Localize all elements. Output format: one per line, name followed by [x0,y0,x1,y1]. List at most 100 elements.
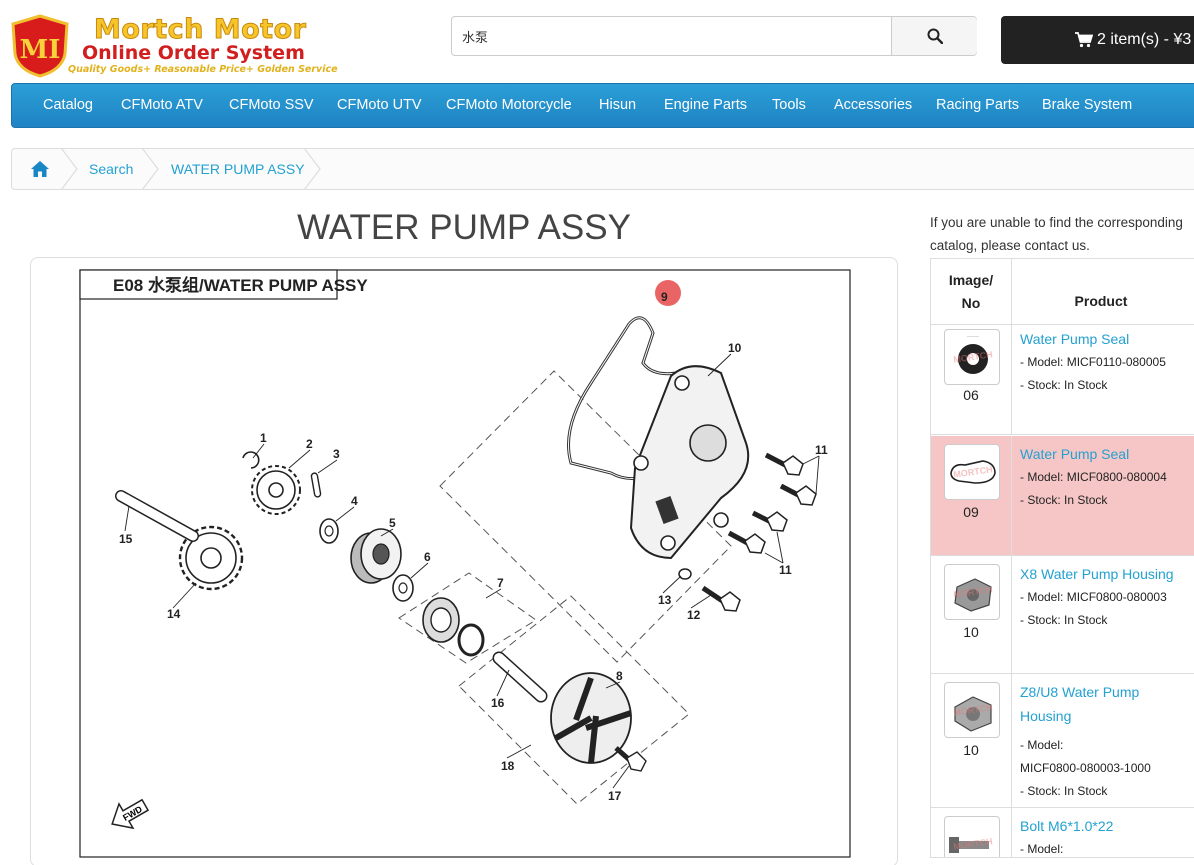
callout-5[interactable]: 5 [389,516,396,530]
callout-16[interactable]: 16 [491,696,505,710]
product-thumbnail[interactable]: MORTCH [944,564,1000,620]
search-icon [927,28,943,44]
logo-shield-icon: MI [11,14,69,78]
breadcrumb-current[interactable]: WATER PUMP ASSY [171,161,305,177]
table-row: MORTCH 10 Z8/U8 Water Pump Housing - Mod… [931,674,1194,808]
product-model: - Model: MICF0110-080005 [1020,351,1194,374]
stock-value: In Stock [1064,784,1108,798]
model-prefix: - Model: [1020,355,1064,369]
header-product: Product [1074,293,1128,309]
model-value: MICF0800-080004 [1066,470,1167,484]
table-header: Image/ No Product [931,259,1194,325]
search-input[interactable] [452,17,890,55]
callout-11b[interactable]: 11 [779,563,792,577]
callout-18[interactable]: 18 [501,759,515,773]
model-value: MICF0800-080003 [1066,590,1167,604]
product-link[interactable]: X8 Water Pump Housing [1020,566,1174,582]
product-thumbnail[interactable]: ——— MORTCH [944,329,1000,385]
seal-ring-icon [958,344,988,374]
site-logo[interactable]: MI Mortch Motor Online Order System Qual… [10,12,338,78]
parts-table: Image/ No Product ——— MORTCH 06 Water Pu… [930,258,1194,858]
nav-item-brake-system[interactable]: Brake System [1042,97,1133,113]
callout-15[interactable]: 15 [119,532,133,546]
header-image-label: Image/ [948,272,994,288]
nav-item-cfmoto-utv[interactable]: CFMoto UTV [337,97,422,113]
brand-slogan: Quality Goods+ Reasonable Price+ Golden … [68,64,338,75]
product-thumbnail[interactable]: MORTCH [944,816,1000,857]
pump-housing-icon [954,578,992,612]
parts-diagram-card: E08 水泵组/WATER PUMP ASSY [30,257,898,865]
callout-9[interactable]: 9 [661,290,668,304]
callout-10[interactable]: 10 [728,341,742,355]
nav-item-tools[interactable]: Tools [772,97,806,113]
contact-notice: If you are unable to find the correspond… [930,211,1194,257]
callout-3[interactable]: 3 [333,447,340,461]
callout-11a[interactable]: 11 [815,443,828,457]
model-prefix: - Model: [1020,590,1064,604]
bolt-icon [949,837,989,853]
callout-13[interactable]: 13 [658,593,672,607]
stock-prefix: - Stock: [1020,613,1061,627]
brand-subtitle: Online Order System [82,42,305,64]
table-row-highlighted: MORTCH 09 Water Pump Seal - Model: MICF0… [931,436,1194,556]
nav-item-cfmoto-ssv[interactable]: CFMoto SSV [229,97,314,113]
product-model: - Model: MICF0800-080003-1000 [1020,734,1194,780]
header-no-label: No [961,295,981,311]
product-thumbnail[interactable]: MORTCH [944,682,1000,738]
model-prefix: - Model: [1020,738,1064,752]
breadcrumb-separator [61,149,78,189]
table-row: MORTCH Bolt M6*1.0*22 - Model: [931,808,1194,857]
callout-1[interactable]: 1 [260,431,267,445]
breadcrumb-search[interactable]: Search [89,161,134,177]
exploded-parts-diagram[interactable]: E08 水泵组/WATER PUMP ASSY [31,258,898,865]
nav-item-racing-parts[interactable]: Racing Parts [936,97,1020,113]
stock-value: In Stock [1064,613,1108,627]
nav-item-cfmoto-motorcycle[interactable]: CFMoto Motorcycle [446,97,572,113]
diagram-no: 09 [963,504,979,520]
header-image-no: Image/ No [931,269,1011,315]
model-prefix: - Model: [1020,470,1064,484]
page-title: WATER PUMP ASSY [297,208,631,247]
callout-12[interactable]: 12 [687,608,701,622]
callout-2[interactable]: 2 [306,437,313,451]
product-link[interactable]: Bolt M6*1.0*22 [1020,818,1114,834]
product-link[interactable]: Water Pump Seal [1020,446,1130,462]
breadcrumb-separator [142,149,159,189]
model-value: MICF0110-080005 [1066,355,1166,369]
callout-6[interactable]: 6 [424,550,431,564]
callout-4[interactable]: 4 [351,494,358,508]
product-name-line-1: Z8/U8 Water Pump [1020,684,1140,700]
callout-8[interactable]: 8 [616,669,623,683]
product-stock: - Stock: In Stock [1020,489,1194,512]
callout-highlight[interactable] [655,280,681,306]
product-link[interactable]: Z8/U8 Water Pump Housing [1020,680,1194,728]
stock-value: In Stock [1064,493,1108,507]
gasket-icon [950,460,996,484]
breadcrumb: Search WATER PUMP ASSY [11,148,1194,190]
cart-summary: 2 item(s) - ¥3 [1097,31,1192,48]
search-button[interactable] [891,17,977,55]
product-stock: - Stock: In Stock [1020,374,1194,397]
nav-item-cfmoto-atv[interactable]: CFMoto ATV [121,97,203,113]
product-thumbnail[interactable]: MORTCH [944,444,1000,500]
product-model: - Model: MICF0800-080004 [1020,466,1194,489]
product-link[interactable]: Water Pump Seal [1020,331,1130,347]
nav-item-hisun[interactable]: Hisun [599,97,637,113]
callout-17[interactable]: 17 [608,789,622,803]
search-bar [451,16,977,56]
shopping-cart-icon [1075,32,1093,48]
callout-7[interactable]: 7 [497,576,504,590]
diagram-no: 10 [963,742,979,758]
pump-housing-icon [954,696,992,732]
nav-item-accessories[interactable]: Accessories [834,97,913,113]
nav-item-engine-parts[interactable]: Engine Parts [664,97,748,113]
product-model: - Model: MICF0800-080003 [1020,586,1194,609]
cart-button[interactable]: 2 item(s) - ¥3 [1001,16,1194,64]
home-icon[interactable] [30,160,50,178]
stock-prefix: - Stock: [1020,493,1061,507]
nav-item-catalog[interactable]: Catalog [43,97,93,113]
logo-badge-text: MI [20,35,61,65]
callout-14[interactable]: 14 [167,607,181,621]
product-stock: - Stock: In Stock [1020,609,1194,632]
stock-prefix: - Stock: [1020,378,1061,392]
